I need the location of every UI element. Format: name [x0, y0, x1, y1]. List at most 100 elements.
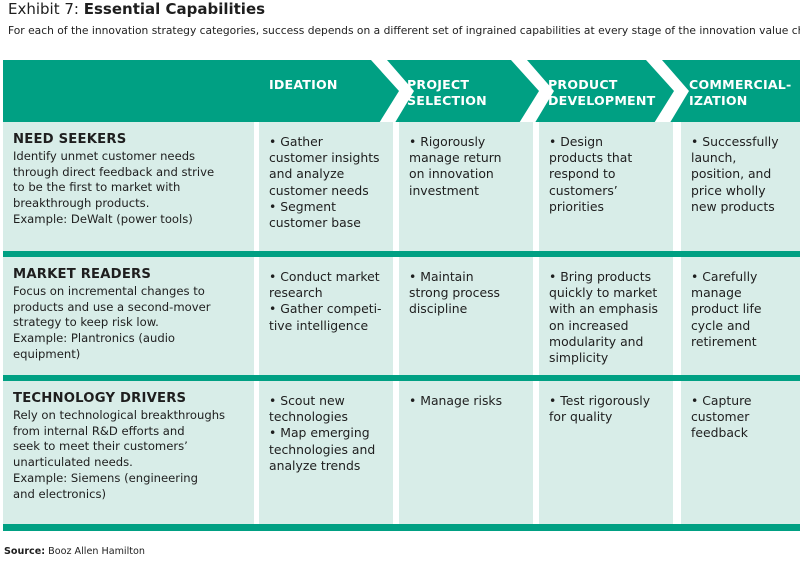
- column-header-commercialization: COMMERCIAL- IZATION: [689, 77, 799, 109]
- column-header-line: DEVELOPMENT: [548, 93, 656, 108]
- cell-line: • Rigorously: [409, 134, 486, 149]
- row-description-line: through direct feedback and strive: [13, 164, 215, 179]
- cell-line: on innovation: [409, 166, 494, 182]
- cell-line: investment: [409, 182, 479, 198]
- cell-line: launch,: [691, 150, 737, 166]
- cell-line: for quality: [549, 409, 613, 425]
- row-description-line: to be the first to market with: [13, 180, 181, 195]
- cell-line: • Successfully: [691, 134, 779, 149]
- exhibit-title: Exhibit 7: Essential Capabilities: [8, 0, 265, 20]
- cell-line: new products: [691, 198, 775, 214]
- cell-line: and analyze: [269, 166, 345, 182]
- row-divider: [3, 251, 800, 257]
- cell-line: • Bring products: [549, 269, 652, 284]
- row-description-line: strategy to keep risk low.: [13, 315, 159, 330]
- source-label: Source:: [4, 546, 46, 557]
- cell-line: quickly to market: [549, 285, 658, 301]
- column-header-line: SELECTION: [407, 93, 487, 108]
- row-title: MARKET READERS: [13, 267, 152, 282]
- cell-line: customer needs: [269, 182, 369, 198]
- source-text: Booz Allen Hamilton: [45, 546, 145, 557]
- cell-line: • Design: [549, 134, 604, 149]
- cell-line: • Gather competi-: [269, 301, 382, 317]
- exhibit-title-prefix: Exhibit 7:: [8, 0, 84, 18]
- cell-line: manage return: [409, 150, 502, 166]
- row-description-line: products and use a second-mover: [13, 299, 211, 314]
- chevron-arrow-2: [511, 60, 554, 136]
- cell-line: • Gather: [269, 134, 323, 149]
- cell-line: customer insights: [269, 150, 380, 166]
- cell-line: with an emphasis: [549, 301, 658, 317]
- row-description-line: Focus on incremental changes to: [13, 284, 205, 298]
- cell-technology-drivers-product-development: • Test rigorously for quality: [539, 381, 673, 524]
- row-description-line: Example: Plantronics (audio: [13, 331, 176, 346]
- row-header-need-seekers: NEED SEEKERS Identify unmet customer nee…: [3, 122, 254, 251]
- column-header-project-selection: PROJECT SELECTION: [407, 77, 511, 109]
- cell-line: • Scout new: [269, 393, 345, 408]
- cell-technology-drivers-project-selection: • Manage risks: [399, 381, 533, 524]
- cell-line: on increased: [549, 317, 629, 333]
- cell-line: simplicity: [549, 350, 609, 366]
- source-note: Source: Booz Allen Hamilton: [4, 546, 145, 558]
- cell-line: strong process: [409, 285, 500, 301]
- cell-line: • Conduct market: [269, 269, 380, 284]
- chevron-arrow-3: [646, 60, 689, 136]
- cell-need-seekers-ideation: • Gather customer insights and analyze c…: [259, 122, 393, 251]
- cell-need-seekers-product-development: • Design products that respond to custom…: [539, 122, 673, 251]
- stage-chevron-arrows: [371, 60, 689, 136]
- table-bottom-bar: [3, 524, 800, 531]
- row-header-technology-drivers: TECHNOLOGY DRIVERS Rely on technological…: [3, 381, 254, 524]
- cell-line: • Maintain: [409, 269, 474, 284]
- cell-line: products that: [549, 150, 633, 166]
- cell-line: retirement: [691, 333, 757, 349]
- cell-market-readers-commercialization: • Carefully manage product life cycle an…: [681, 257, 800, 375]
- cell-line: modularity and: [549, 333, 644, 349]
- row-description-line: seek to meet their customers’: [13, 439, 188, 454]
- cell-line: cycle and: [691, 317, 751, 333]
- row-description-line: Example: Siemens (engineering: [13, 470, 198, 485]
- row-description-line: Identify unmet customer needs: [13, 149, 196, 163]
- column-header-product-development: PRODUCT DEVELOPMENT: [548, 77, 660, 109]
- column-header-line: PRODUCT: [548, 77, 618, 92]
- row-description-line: Example: DeWalt (power tools): [13, 211, 193, 226]
- cell-line: tive intelligence: [269, 317, 369, 333]
- cell-technology-drivers-ideation: • Scout new technologies • Map emerging …: [259, 381, 393, 524]
- cell-market-readers-ideation: • Conduct market research • Gather compe…: [259, 257, 393, 375]
- capabilities-table: IDEATION PROJECT SELECTION PRODUCT DEVEL…: [3, 60, 800, 532]
- row-description-line: from internal R&D efforts and: [13, 423, 185, 438]
- cell-line: discipline: [409, 301, 468, 317]
- cell-line: research: [269, 285, 323, 301]
- cell-market-readers-project-selection: • Maintain strong process discipline: [399, 257, 533, 375]
- cell-line: • Map emerging: [269, 425, 370, 441]
- row-description-line: breakthrough products.: [13, 196, 150, 211]
- row-description-line: unarticulated needs.: [13, 455, 133, 470]
- cell-need-seekers-project-selection: • Rigorously manage return on innovation…: [399, 122, 533, 251]
- cell-line: respond to: [549, 166, 616, 182]
- row-divider: [3, 375, 800, 381]
- cell-line: price wholly: [691, 182, 766, 198]
- cell-line: • Manage risks: [409, 393, 503, 408]
- cell-line: analyze trends: [269, 457, 361, 473]
- cell-line: • Test rigorously: [549, 393, 651, 408]
- cell-line: • Carefully: [691, 269, 758, 284]
- cell-technology-drivers-commercialization: • Capture customer feedback: [681, 381, 800, 524]
- cell-line: • Segment: [269, 198, 337, 214]
- row-title: NEED SEEKERS: [13, 132, 127, 147]
- chevron-arrow-1: [371, 60, 414, 136]
- column-header-line: IDEATION: [269, 77, 338, 92]
- cell-need-seekers-commercialization: • Successfully launch, position, and pri…: [681, 122, 800, 251]
- row-description-line: equipment): [13, 346, 81, 361]
- column-header-line: IZATION: [689, 93, 748, 108]
- cell-line: customer: [691, 409, 750, 425]
- cell-line: customers’: [549, 182, 618, 198]
- column-header-line: COMMERCIAL-: [689, 77, 792, 92]
- exhibit-subtitle: For each of the innovation strategy cate…: [8, 24, 800, 37]
- cell-line: position, and: [691, 166, 772, 182]
- cell-line: customer base: [269, 215, 361, 231]
- cell-line: • Capture: [691, 393, 752, 408]
- row-title: TECHNOLOGY DRIVERS: [13, 391, 187, 406]
- row-header-market-readers: MARKET READERS Focus on incremental chan…: [3, 257, 254, 375]
- exhibit-title-main: Essential Capabilities: [83, 0, 266, 18]
- cell-line: technologies and: [269, 441, 376, 457]
- row-description-line: and electronics): [13, 486, 107, 501]
